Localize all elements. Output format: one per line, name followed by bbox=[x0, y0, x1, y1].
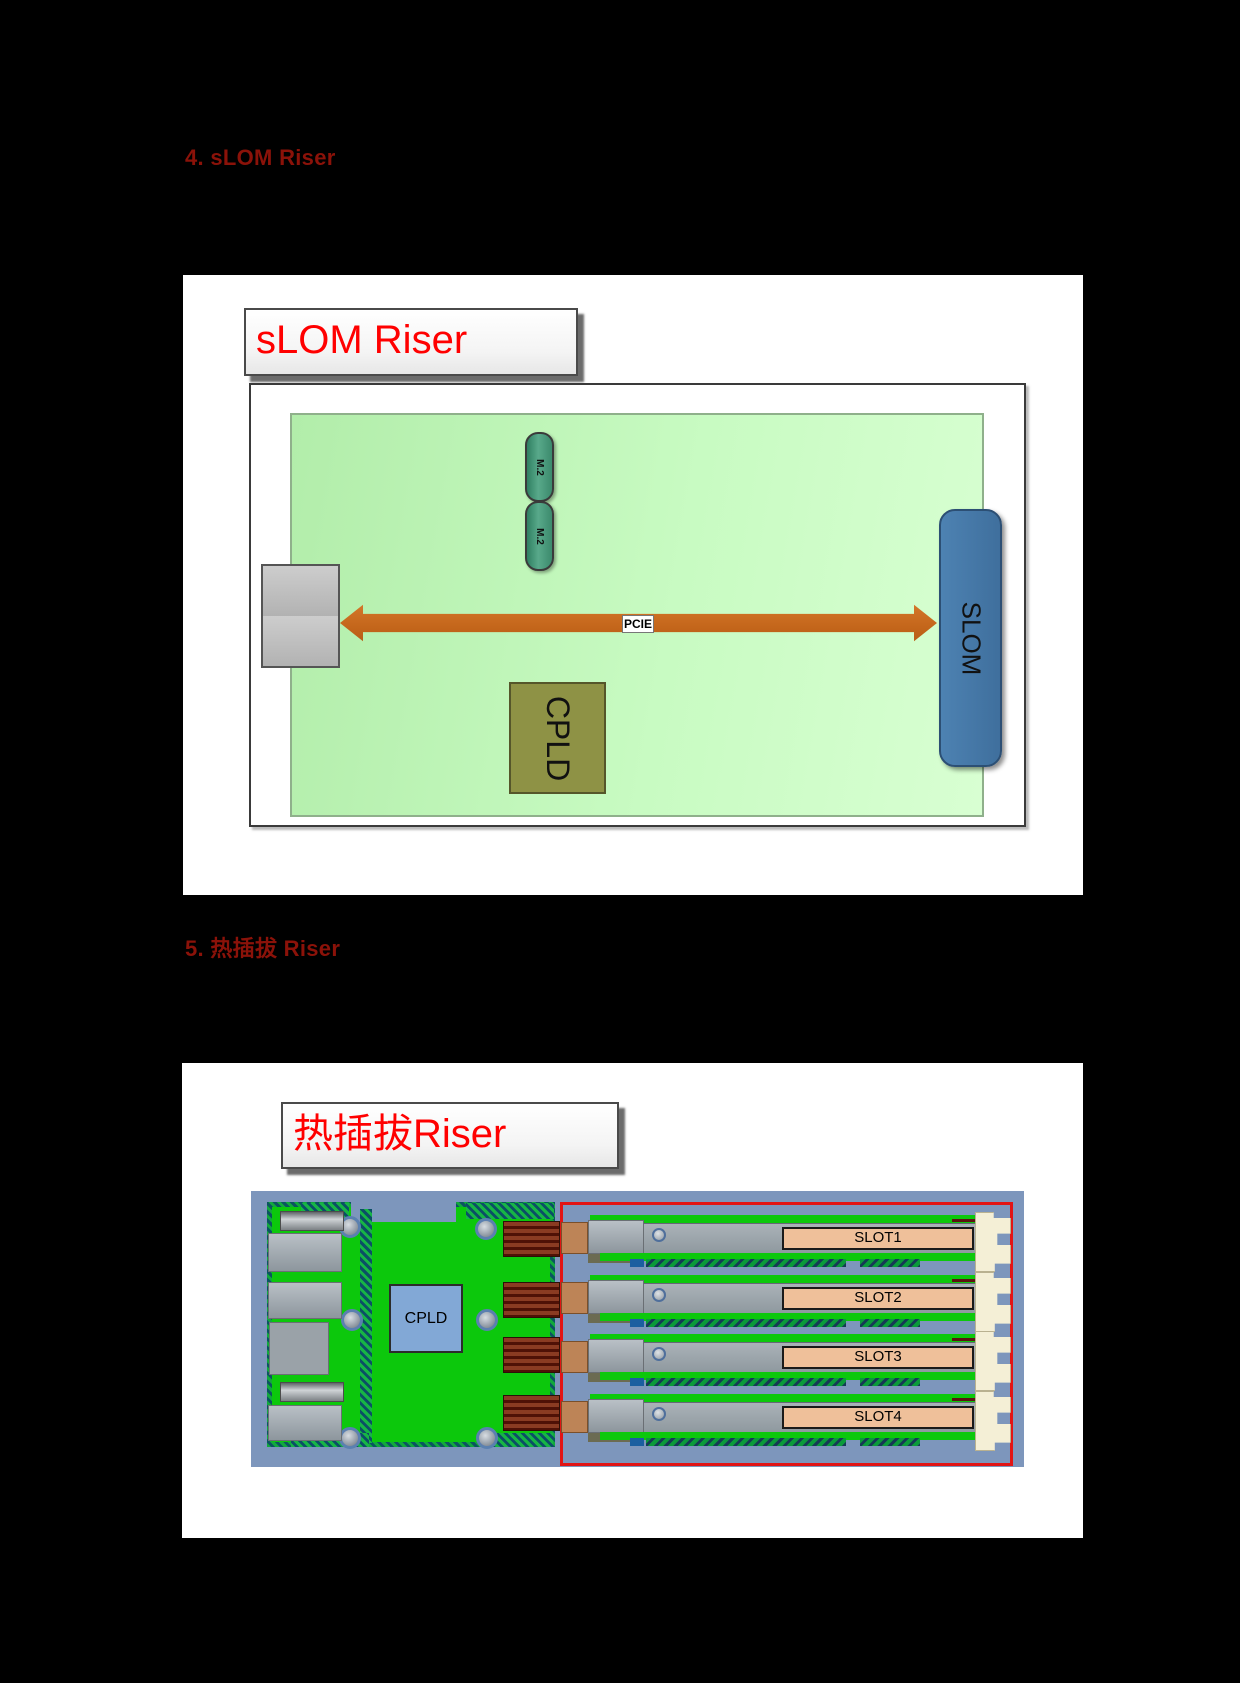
goldfinger-strip bbox=[646, 1259, 846, 1267]
card-mark bbox=[952, 1398, 976, 1401]
slot-label: SLOT1 bbox=[782, 1227, 974, 1250]
goldfinger-strip bbox=[860, 1378, 920, 1386]
hotswap-board-image: CPLD bbox=[251, 1191, 1024, 1467]
card-mark bbox=[952, 1219, 976, 1222]
pcb-top-notch bbox=[351, 1202, 456, 1222]
m2-module-2: M.2 bbox=[525, 501, 554, 571]
card-mark bbox=[952, 1338, 976, 1341]
screw bbox=[476, 1309, 498, 1331]
slom-diagram-frame: M.2 M.2 PCIE CPLD SLOM bbox=[249, 383, 1026, 827]
screw bbox=[652, 1407, 666, 1421]
screw bbox=[341, 1309, 363, 1331]
goldfinger-strip bbox=[646, 1319, 846, 1327]
screw bbox=[475, 1218, 497, 1240]
slot-label: SLOT2 bbox=[782, 1287, 974, 1310]
pcie-label: PCIE bbox=[622, 615, 654, 633]
hotswap-riser-title: 热插拔Riser bbox=[293, 1112, 507, 1156]
edge-io-connector-upper bbox=[263, 566, 338, 618]
m2-module-2-label: M.2 bbox=[533, 527, 545, 545]
cpld-chip-2-label: CPLD bbox=[404, 1309, 448, 1327]
cpld-chip-label: CPLD bbox=[539, 695, 576, 781]
section-5-heading: 5. 热插拔 Riser bbox=[185, 936, 341, 961]
rear-io-connector bbox=[268, 1233, 342, 1272]
chip bbox=[630, 1319, 644, 1327]
row-connector-gray bbox=[588, 1339, 644, 1373]
riser-bracket bbox=[975, 1331, 1011, 1391]
row-connector-tan bbox=[561, 1222, 588, 1254]
figure-slom-riser: sLOM Riser M.2 M.2 PCIE CPLD bbox=[183, 275, 1083, 895]
chip bbox=[630, 1259, 644, 1267]
section-4-heading: 4. sLOM Riser bbox=[185, 145, 336, 170]
screw bbox=[652, 1288, 666, 1302]
riser-card-edge bbox=[600, 1253, 975, 1261]
row-connector-tan bbox=[561, 1341, 588, 1373]
riser-bracket bbox=[975, 1391, 1011, 1451]
screw bbox=[339, 1427, 361, 1449]
pin-header bbox=[503, 1221, 560, 1257]
riser-card-edge bbox=[590, 1394, 978, 1403]
goldfinger-strip bbox=[646, 1378, 846, 1386]
pcb-trace-strip bbox=[360, 1209, 372, 1443]
pin-header bbox=[503, 1282, 560, 1318]
edge-io-connector bbox=[261, 564, 340, 668]
goldfinger-strip bbox=[860, 1438, 920, 1446]
slom-connector-label: SLOM bbox=[956, 601, 986, 675]
goldfinger-strip bbox=[646, 1438, 846, 1446]
row-connector-tan bbox=[561, 1282, 588, 1314]
goldfinger-strip bbox=[860, 1319, 920, 1327]
screw bbox=[476, 1427, 498, 1449]
riser-slot-row: SLOT1 bbox=[560, 1212, 1011, 1272]
cpld-chip-2: CPLD bbox=[389, 1284, 463, 1353]
chip bbox=[630, 1438, 644, 1446]
rear-io-connector bbox=[280, 1211, 344, 1231]
riser-card-edge bbox=[600, 1372, 975, 1380]
hotswap-highlight-box bbox=[560, 1202, 1013, 1466]
row-connector-gray bbox=[588, 1399, 644, 1433]
slom-riser-title: sLOM Riser bbox=[256, 318, 468, 362]
screw bbox=[652, 1347, 666, 1361]
rear-io-connector bbox=[268, 1405, 342, 1441]
chip bbox=[630, 1378, 644, 1386]
riser-card-edge bbox=[600, 1313, 975, 1321]
pin-header bbox=[503, 1337, 560, 1373]
riser-slot-row: SLOT2 bbox=[560, 1272, 1011, 1332]
screw bbox=[652, 1228, 666, 1242]
pcb-pad bbox=[466, 1203, 554, 1219]
riser-slot-row: SLOT3 bbox=[560, 1331, 1011, 1391]
riser-bracket bbox=[975, 1272, 1011, 1332]
slom-connector: SLOM bbox=[939, 509, 1002, 767]
riser-slot-row: SLOT4 bbox=[560, 1391, 1011, 1451]
row-connector-tan bbox=[561, 1401, 588, 1433]
slot-label: SLOT3 bbox=[782, 1346, 974, 1369]
riser-card-edge bbox=[600, 1432, 975, 1440]
slom-riser-title-box: sLOM Riser bbox=[244, 308, 578, 376]
rear-io-connector bbox=[280, 1382, 344, 1402]
m2-module-1: M.2 bbox=[525, 432, 554, 502]
edge-io-connector-lower bbox=[263, 616, 338, 666]
riser-card-edge bbox=[590, 1334, 978, 1343]
card-mark bbox=[952, 1279, 976, 1282]
rear-io-connector bbox=[268, 1282, 342, 1319]
hotswap-riser-title-box: 热插拔Riser bbox=[281, 1102, 619, 1169]
cpld-chip: CPLD bbox=[509, 682, 606, 794]
riser-card-edge bbox=[590, 1215, 978, 1224]
figure-hotswap-riser: 热插拔Riser CPLD bbox=[182, 1063, 1083, 1538]
goldfinger-strip bbox=[860, 1259, 920, 1267]
rear-io-connector bbox=[269, 1322, 329, 1375]
slot-label: SLOT4 bbox=[782, 1406, 974, 1429]
row-connector-gray bbox=[588, 1220, 644, 1254]
riser-card-edge bbox=[590, 1275, 978, 1284]
riser-bracket bbox=[975, 1212, 1011, 1272]
row-connector-gray bbox=[588, 1280, 644, 1314]
pin-header bbox=[503, 1395, 560, 1431]
m2-module-1-label: M.2 bbox=[533, 458, 545, 476]
